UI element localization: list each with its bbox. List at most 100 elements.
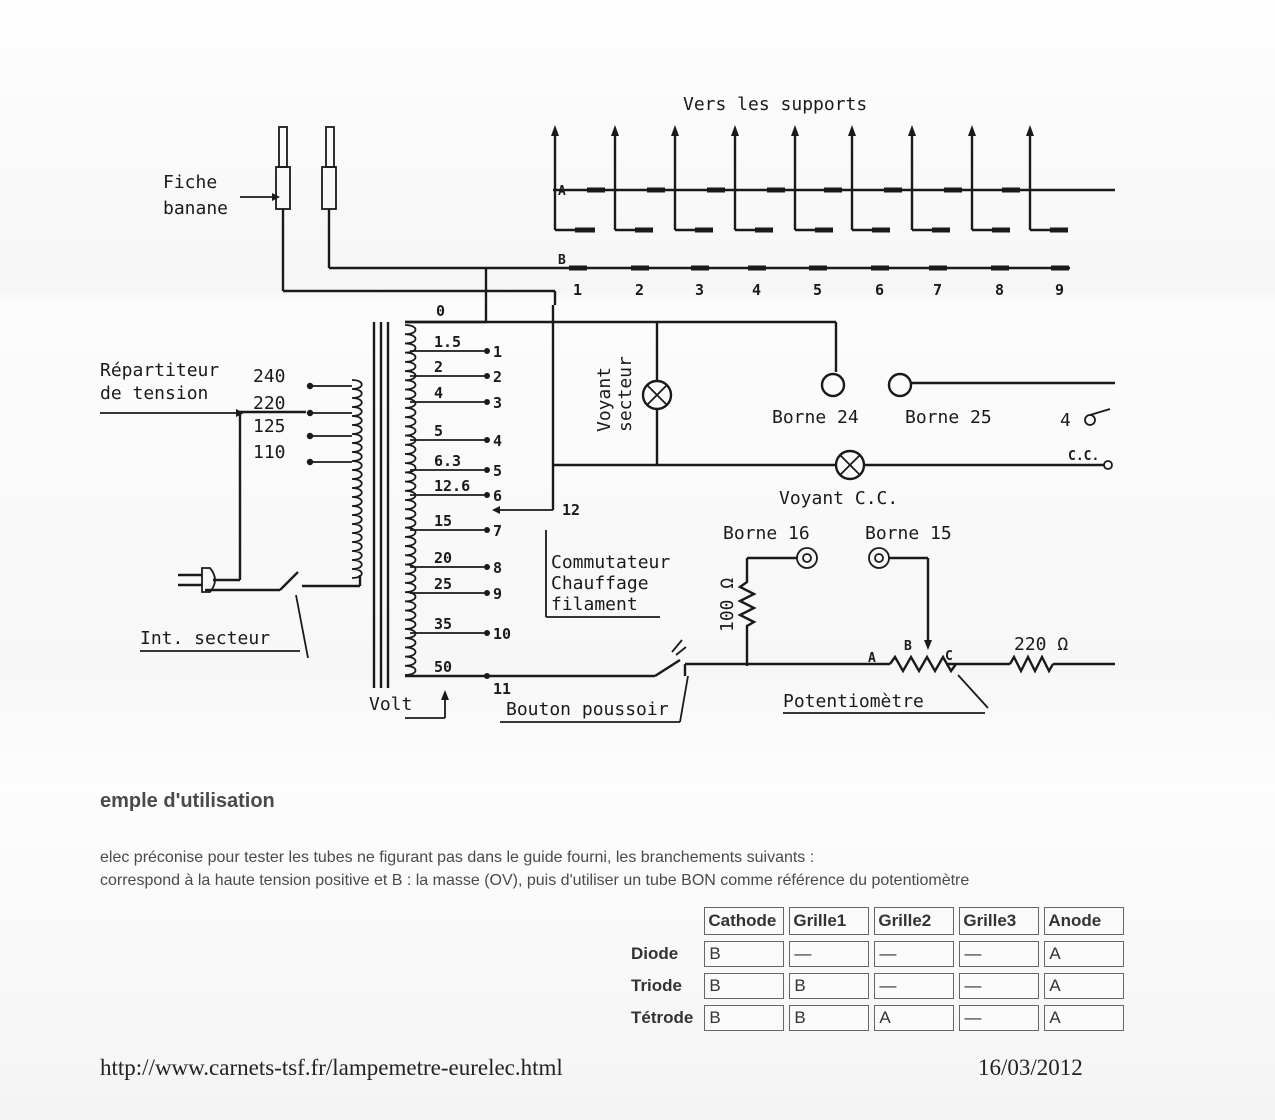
banana-plugs bbox=[240, 126, 337, 291]
mains-plug bbox=[178, 410, 306, 593]
connection-table: Cathode Grille1 Grille2 Grille3 Anode Di… bbox=[622, 901, 1129, 1037]
int-secteur-switch bbox=[205, 571, 362, 659]
cc-label: C.C. bbox=[1068, 449, 1099, 464]
support-number: 8 bbox=[995, 281, 1004, 299]
table-cell: A bbox=[1044, 941, 1125, 967]
table-cell: — bbox=[789, 941, 870, 967]
column-header: Grille3 bbox=[959, 907, 1040, 935]
primary-coil bbox=[351, 379, 363, 579]
table-row: Triode B B — — A bbox=[627, 973, 1125, 999]
transformer-core bbox=[372, 322, 390, 688]
four-label: 4 bbox=[1060, 410, 1071, 431]
winding-tap-dot bbox=[484, 630, 490, 636]
support-number: 2 bbox=[635, 281, 644, 299]
section-title: emple d'utilisation bbox=[100, 790, 275, 812]
pot-b-label: B bbox=[904, 639, 912, 654]
winding-voltage: 35 bbox=[434, 615, 452, 633]
winding-tap-dot bbox=[484, 399, 490, 405]
winding-number: 11 bbox=[493, 680, 511, 698]
voyant-cc-label: Voyant C.C. bbox=[779, 488, 898, 509]
table-cell: — bbox=[959, 973, 1040, 999]
winding-tap-dot bbox=[484, 564, 490, 570]
winding-number: 5 bbox=[493, 462, 502, 480]
fiche-label: Fiche bbox=[163, 172, 217, 193]
primary-tap-dot bbox=[306, 432, 314, 440]
borne-25-terminal[interactable] bbox=[887, 372, 913, 398]
column-header: Cathode bbox=[704, 907, 785, 935]
primary-tap-label: 220 bbox=[253, 393, 286, 414]
table-cell: — bbox=[874, 973, 955, 999]
winding-voltage: 5 bbox=[434, 422, 443, 440]
winding-voltage: 15 bbox=[434, 512, 452, 530]
borne-15-label: Borne 15 bbox=[865, 523, 952, 544]
footer-date: 16/03/2012 bbox=[978, 1055, 1083, 1080]
borne-15-terminal[interactable] bbox=[868, 547, 890, 569]
column-header: Grille1 bbox=[789, 907, 870, 935]
repartiteur-label: Répartiteur bbox=[100, 360, 219, 381]
winding-voltage: 6.3 bbox=[434, 452, 461, 470]
voyant-label: Voyant bbox=[594, 367, 615, 432]
table-cell: B bbox=[704, 941, 785, 967]
winding-voltage: 2 bbox=[434, 358, 443, 376]
winding-voltage: 50 bbox=[434, 658, 452, 676]
intro-line-1: elec préconise pour tester les tubes ne … bbox=[100, 849, 815, 866]
support-number: 9 bbox=[1055, 281, 1064, 299]
primary-tap-label: 240 bbox=[253, 366, 286, 387]
primary-tap-dot bbox=[306, 409, 314, 417]
primary-tap-label: 110 bbox=[253, 442, 286, 463]
winding-tap-dot bbox=[484, 492, 490, 498]
pot-c-label: C bbox=[945, 649, 953, 664]
commutator-number: 12 bbox=[562, 501, 580, 519]
primary-tap-label: 125 bbox=[253, 416, 286, 437]
intro-line-2: correspond à la haute tension positive e… bbox=[100, 872, 970, 889]
commutateur-label: Commutateur bbox=[551, 552, 670, 573]
winding-tap-dot bbox=[484, 467, 490, 473]
row-label: Tétrode bbox=[631, 1008, 694, 1027]
row-label: Diode bbox=[631, 944, 679, 963]
support-number: 1 bbox=[573, 281, 582, 299]
bouton-poussoir-label: Bouton poussoir bbox=[506, 699, 669, 720]
borne-25-label: Borne 25 bbox=[905, 407, 992, 428]
table-row: Tétrode B B A — A bbox=[627, 1005, 1125, 1031]
support-number: 4 bbox=[752, 281, 761, 299]
support-number: 7 bbox=[933, 281, 942, 299]
resistor-100 bbox=[737, 558, 757, 666]
borne-16-label: Borne 16 bbox=[723, 523, 810, 544]
winding-number: 4 bbox=[493, 432, 502, 450]
voyant-cc-lamp bbox=[834, 449, 1113, 481]
voyant-secteur-lamp bbox=[641, 322, 673, 465]
column-header: Grille2 bbox=[874, 907, 955, 935]
winding-tap-dot bbox=[484, 527, 490, 533]
table-cell: — bbox=[874, 941, 955, 967]
table-cell: A bbox=[874, 1005, 955, 1031]
table-cell: — bbox=[959, 1005, 1040, 1031]
table-cell: B bbox=[789, 973, 870, 999]
int-secteur-label: Int. secteur bbox=[140, 628, 270, 649]
winding-tap-dot bbox=[484, 348, 490, 354]
borne-24-terminal[interactable] bbox=[820, 372, 846, 398]
schematic-title: Vers les supports bbox=[683, 94, 867, 115]
support-number: 5 bbox=[813, 281, 822, 299]
table-cell: B bbox=[789, 1005, 870, 1031]
winding-number: 1 bbox=[493, 343, 502, 361]
borne-24-label: Borne 24 bbox=[772, 407, 859, 428]
winding-number: 7 bbox=[493, 522, 502, 540]
winding-voltage: 1.5 bbox=[434, 333, 461, 351]
table-cell: A bbox=[1044, 1005, 1125, 1031]
winding-number: 9 bbox=[493, 585, 502, 603]
row-label: Triode bbox=[631, 976, 683, 995]
footer-url: http://www.carnets-tsf.fr/lampemetre-eur… bbox=[100, 1055, 563, 1080]
bus-a-label: A bbox=[558, 184, 566, 199]
chauffage-label: Chauffage bbox=[551, 573, 649, 594]
table-cell: A bbox=[1044, 973, 1125, 999]
winding-tap-dot bbox=[484, 437, 490, 443]
push-button[interactable] bbox=[654, 639, 689, 723]
winding-voltage: 12.6 bbox=[434, 477, 470, 495]
bus-b-label: B bbox=[558, 253, 566, 268]
winding-number: 8 bbox=[493, 559, 502, 577]
winding-number: 2 bbox=[493, 368, 502, 386]
borne-16-terminal[interactable] bbox=[796, 547, 818, 569]
secteur-label: secteur bbox=[615, 356, 636, 432]
